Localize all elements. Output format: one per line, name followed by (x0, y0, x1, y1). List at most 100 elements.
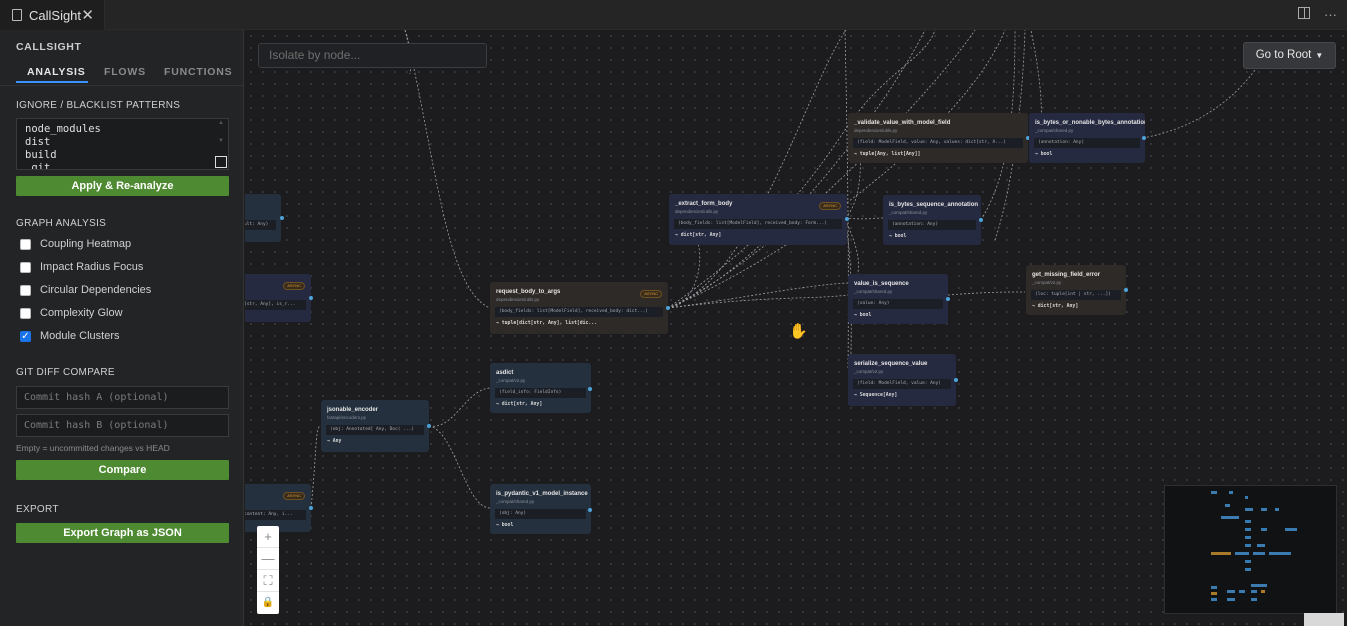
active-tab-indicator (16, 81, 88, 83)
apply-reanalyze-button[interactable]: Apply & Re-analyze (16, 176, 229, 196)
node-title: request_body_to_args (496, 289, 561, 295)
graph-node-validate-value-with-model-field[interactable]: _validate_value_with_model_field depende… (848, 113, 1028, 163)
minimap-node (1211, 552, 1231, 555)
ignore-heading: IGNORE / BLACKLIST PATTERNS (16, 100, 181, 111)
isolate-node-input[interactable]: Isolate by node... (258, 43, 487, 68)
minimap-node (1251, 590, 1257, 593)
option-complexity-glow[interactable]: Complexity Glow (20, 307, 123, 319)
edge (844, 30, 849, 371)
ignore-patterns-textarea[interactable]: node_modules dist build .git (16, 118, 229, 170)
graph-node-is-bytes-or-nonable-bytes-annotation[interactable]: is_bytes_or_nonable_bytes_annotation _co… (1029, 113, 1145, 163)
graph-node-is-bytes-sequence-annotation[interactable]: is_bytes_sequence_annotation _compat/sha… (883, 195, 981, 245)
zoom-out-button[interactable]: — (257, 548, 279, 570)
graph-node-extract-form-body[interactable]: _extract_form_body dependencies/utils.py… (669, 194, 847, 245)
minimap-node (1245, 520, 1251, 523)
node-return: → dict[str, Any] (1032, 304, 1079, 309)
fit-view-button[interactable]: ⛶ (257, 570, 279, 592)
node-file: dependencies/utils.py (675, 209, 719, 214)
tab-functions[interactable]: FUNCTIONS (164, 66, 233, 78)
node-title: jsonable_encoder (327, 407, 379, 413)
node-return: → Any (327, 439, 342, 444)
split-editor-icon[interactable] (1298, 7, 1310, 19)
textarea-scrollbar[interactable]: ▲▼ (218, 120, 224, 144)
node-title: asdict (496, 370, 514, 376)
graph-node-serialize-sequence-value[interactable]: serialize_sequence_value _compat/v2.py (… (848, 354, 956, 406)
edge (1142, 69, 1256, 139)
compare-note: Empty = uncommitted changes vs HEAD (16, 443, 170, 453)
node-port (1142, 136, 1146, 140)
graph-node-partial[interactable]: ASYNC [str, Any], is_r... (245, 274, 311, 322)
edge (844, 217, 884, 220)
minimap-node (1211, 586, 1217, 589)
node-title: get_missing_field_error (1032, 272, 1101, 278)
checkbox[interactable] (20, 307, 31, 319)
minimap-node (1211, 592, 1217, 595)
node-signature: (field: ModelField, value: Any) (853, 379, 951, 389)
node-file: dependencies/utils.py (854, 128, 898, 133)
node-file: _compat/shared.py (889, 210, 928, 215)
graph-node-get-missing-field-error[interactable]: get_missing_field_error _compat/v2.py (l… (1026, 265, 1126, 315)
node-title: _extract_form_body (675, 201, 733, 207)
editor-actions: ··· (1298, 7, 1337, 22)
export-json-button[interactable]: Export Graph as JSON (16, 523, 229, 543)
edge (667, 30, 976, 309)
node-signature: (annotation: Any) (1034, 138, 1140, 148)
minimap-node (1211, 491, 1217, 494)
node-title: serialize_sequence_value (854, 361, 928, 367)
graph-analysis-heading: GRAPH ANALYSIS (16, 218, 107, 229)
close-icon[interactable]: ✕ (81, 7, 94, 24)
edge (310, 425, 322, 509)
checkbox[interactable] (20, 261, 31, 273)
node-title: is_bytes_sequence_annotation (889, 202, 979, 208)
minimap-node (1285, 528, 1297, 531)
graph-node-is-pydantic-v1-model-instance[interactable]: is_pydantic_v1_model_instance _compat/sh… (490, 484, 591, 534)
tab-flows[interactable]: FLOWS (104, 66, 146, 78)
node-signature: (value: Any) (853, 299, 943, 309)
graph-node-partial[interactable]: ult: Any) (245, 194, 281, 242)
lock-button[interactable]: 🔒 (261, 597, 275, 608)
option-circular-dependencies[interactable]: Circular Dependencies (20, 284, 151, 296)
tab-analysis[interactable]: ANALYSIS (27, 66, 86, 78)
node-return: → dict[str, Any] (496, 402, 543, 407)
node-signature: content: Any, i... (245, 510, 306, 520)
minimap-viewport[interactable] (1304, 613, 1344, 626)
checkbox[interactable] (20, 284, 31, 296)
graph-node-request-body-to-args[interactable]: request_body_to_args dependencies/utils.… (490, 282, 668, 334)
node-file: _compat/shared.py (1035, 128, 1074, 133)
checkbox[interactable] (20, 238, 31, 250)
option-module-clusters[interactable]: ✓Module Clusters (20, 330, 119, 342)
minimap-node (1251, 584, 1267, 587)
minimap-node (1245, 560, 1251, 563)
tab-title: CallSight (29, 7, 82, 23)
edge (667, 30, 926, 309)
go-to-root-button[interactable]: Go to Root▼ (1243, 42, 1336, 69)
minimap-node (1245, 544, 1251, 547)
resize-handle[interactable] (215, 156, 227, 168)
node-signature: [str, Any], is_r... (245, 300, 306, 310)
node-file: _compat/shared.py (854, 289, 893, 294)
commit-hash-a-input[interactable]: Commit hash A (optional) (16, 386, 229, 409)
option-coupling-heatmap[interactable]: Coupling Heatmap (20, 238, 131, 250)
minimap-node (1261, 528, 1267, 531)
graph-node-value-is-sequence[interactable]: value_is_sequence _compat/shared.py (val… (848, 274, 948, 324)
graph-node-asdict[interactable]: asdict _compat/v2.py (field_info: FieldI… (490, 363, 591, 413)
graph-node-partial[interactable]: ASYNC content: Any, i... (245, 484, 311, 532)
tab-callsight[interactable]: CallSight ✕ (0, 0, 105, 30)
option-impact-radius[interactable]: Impact Radius Focus (20, 261, 143, 273)
checkbox-checked[interactable]: ✓ (20, 330, 31, 342)
edge (667, 294, 849, 309)
node-file: _compat/v2.py (1032, 280, 1062, 285)
graph-canvas[interactable]: Isolate by node... Go to Root▼ ult: Any)… (245, 30, 1347, 626)
more-actions-icon[interactable]: ··· (1324, 7, 1337, 22)
divider (0, 85, 244, 86)
edge (667, 30, 936, 309)
compare-button[interactable]: Compare (16, 460, 229, 480)
graph-node-jsonable-encoder[interactable]: jsonable_encoder fastapi/encoders.py (ob… (321, 400, 429, 452)
minimap[interactable] (1164, 485, 1337, 614)
git-diff-heading: GIT DIFF COMPARE (16, 367, 115, 378)
zoom-in-button[interactable]: + (257, 526, 279, 548)
node-file: _compat/v2.py (496, 378, 526, 383)
minimap-node (1235, 552, 1249, 555)
async-badge: ASYNC (819, 202, 841, 210)
commit-hash-b-input[interactable]: Commit hash B (optional) (16, 414, 229, 437)
